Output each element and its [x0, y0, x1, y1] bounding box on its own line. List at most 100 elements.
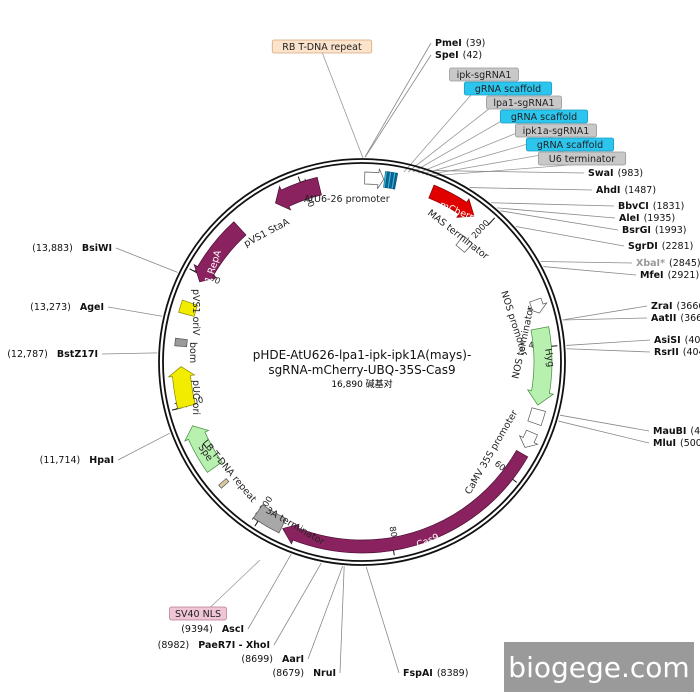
- grna-scaffold-block: [385, 171, 390, 189]
- enzyme-bstz17i: (12,787) BstZ17I: [7, 349, 98, 360]
- enzyme-swai: SwaI(983): [588, 168, 643, 179]
- label-bom: bom: [187, 342, 198, 363]
- enzyme-leader-mlui: [558, 420, 650, 444]
- enzyme-xbai: XbaI*(2845): [636, 258, 700, 269]
- label-atu6-promoter: AtU6-26 promoter: [304, 194, 390, 205]
- enzyme-fspai: FspAI(8389): [403, 668, 468, 679]
- boxed-label-text: U6 terminator: [549, 154, 616, 165]
- boxed-label-bg: [499, 109, 589, 124]
- enzyme-leader-zrai: [562, 305, 648, 321]
- label-pvs1-oriv: pVS1 oriV: [190, 289, 201, 336]
- pvs1-staa-arrow: [275, 176, 322, 211]
- boxed-label-bg: [463, 81, 553, 96]
- grna-scaffold-block: [388, 171, 394, 189]
- enzyme-bsiwi: (13,883) BsiWI: [32, 243, 112, 254]
- boxed-label-ipk1a-sgrna1: ipk1a-sgRNA1: [515, 123, 598, 138]
- enzyme-leader-bsrgi: [500, 210, 619, 231]
- enzyme-leader-alei: [497, 207, 616, 219]
- boxed-label-lpa1-sgrna1: lpa1-sgRNA1: [486, 95, 562, 110]
- boxed-label-bg: [449, 67, 519, 82]
- enzyme-leader-xbai: [540, 261, 633, 264]
- enzyme-leader-aari: [307, 565, 344, 660]
- watermark: biogege.com: [504, 642, 694, 692]
- lb-repeat-box: [218, 478, 230, 489]
- enzyme-maubi: MauBI(4928): [653, 426, 700, 437]
- enzyme-leader-asisi: [566, 339, 651, 346]
- enzyme-mlui: MluI(5008): [653, 438, 700, 449]
- enzyme-aatii: AatII(3668): [651, 313, 700, 324]
- camv-promoter-arrow: [518, 429, 539, 448]
- boxed-label-ipk-sgrna1: ipk-sgRNA1: [449, 67, 519, 82]
- feature-arrows: [167, 168, 555, 554]
- enzyme-agei: (13,273) AgeI: [30, 302, 104, 313]
- enzyme-leader-ahdi: [469, 187, 593, 191]
- plasmid-size: 16,890 碱基对: [331, 378, 392, 390]
- enzyme-mfei: MfeI(2921): [640, 270, 699, 281]
- enzyme-leader-aatii: [562, 317, 648, 321]
- enzyme-asci: (9394) AscI: [181, 624, 244, 635]
- boxed-label-text: ipk-sgRNA1: [457, 70, 512, 81]
- boxed-label-bg: [525, 137, 615, 152]
- enzyme-leader-swai: [435, 170, 585, 174]
- boxed-label-text: gRNA scaffold: [475, 84, 541, 95]
- boxed-label-rb-t-dna-repeat: RB T-DNA repeat: [271, 39, 373, 54]
- boxed-label-text: ipk1a-sgRNA1: [523, 126, 590, 137]
- boxed-label-bg: [515, 123, 598, 138]
- enzyme-leader-mfei: [543, 266, 637, 276]
- label-puc-ori: pUC ori: [190, 380, 201, 415]
- boxed-label-text: gRNA scaffold: [537, 140, 603, 151]
- spe-arrow: [184, 425, 223, 473]
- enzyme-leader-nrui: [339, 566, 345, 674]
- tick-mark: [487, 217, 496, 226]
- enzyme-leader-maubi: [559, 414, 650, 432]
- enzyme-sgrdi: SgrDI(2281): [628, 241, 693, 252]
- hyg-arrow: [526, 326, 555, 406]
- enzyme-paer7i-xhoi: (8982) PaeR7I - XhoI: [158, 640, 270, 651]
- pvs1-repa-arrow: [193, 221, 247, 283]
- boxed-label-sv40-nls: SV40 NLS: [169, 606, 227, 621]
- boxed-label-bg: [537, 151, 627, 166]
- enzyme-leader-bbvci: [491, 202, 615, 207]
- plasmid-title-line1: pHDE-AtU626-lpa1-ipk-ipk1A(mays)-: [253, 348, 472, 362]
- boxed-label-leader: [429, 163, 583, 177]
- bom-box: [174, 337, 188, 348]
- mcherry-arrow: [428, 184, 475, 218]
- backbone-outer-ring: [158, 158, 566, 566]
- restriction-site-labels: PmeI(39)SpeI(42) SwaI(983) AhdI(1487) BbvCI…: [7, 38, 700, 679]
- grna-scaffold-block: [392, 172, 399, 190]
- enzyme-pmei: PmeI(39): [435, 38, 485, 49]
- atu6-promoter-arrow: [364, 168, 385, 189]
- enzyme-bbvci: BbvCI(1831): [618, 201, 684, 212]
- enzyme-leader-bsiwi: [115, 247, 178, 273]
- boxed-label-bg: [271, 39, 373, 54]
- boxed-label-text: RB T-DNA repeat: [282, 42, 362, 53]
- enzyme-leader-fspai: [365, 566, 400, 674]
- boxed-label-grna-scaffold: gRNA scaffold: [463, 81, 553, 96]
- nos-promoter-arrow: [526, 297, 548, 314]
- enzyme-alei: AleI(1935): [619, 213, 675, 224]
- puc-ori-arrow: [167, 366, 196, 410]
- label-hyg: Hyg: [542, 348, 556, 368]
- enzyme-leader-rsrii: [566, 348, 651, 353]
- enzyme-ahdi: AhdI(1487): [596, 185, 656, 196]
- enzyme-leader-bstz17i: [101, 352, 158, 355]
- enzyme-leader-pmei: [364, 42, 432, 158]
- enzyme-spei: SpeI(42): [435, 50, 482, 61]
- backbone-inner-ring: [162, 162, 562, 562]
- boxed-label-leader: [321, 51, 364, 159]
- boxed-label-grna-scaffold: gRNA scaffold: [525, 137, 615, 152]
- enzyme-aari: (8699) AarI: [241, 654, 304, 665]
- boxed-label-text: SV40 NLS: [175, 609, 221, 620]
- enzyme-leader-asci: [247, 554, 292, 630]
- enzyme-zrai: ZraI(3666): [651, 301, 700, 312]
- mas-terminator-box: [455, 235, 474, 253]
- pvs1-oriv-box: [178, 299, 198, 317]
- boxed-label-grna-scaffold: gRNA scaffold: [499, 109, 589, 124]
- boxed-label-text: lpa1-sgRNA1: [493, 98, 554, 109]
- enzyme-leader-spei: [364, 54, 432, 158]
- label-camv-promoter: CaMV 35S promoter: [463, 408, 520, 496]
- label-pvs1-staa: pVS1 StaA: [242, 216, 291, 249]
- boxed-label-u6-terminator: U6 terminator: [537, 151, 627, 166]
